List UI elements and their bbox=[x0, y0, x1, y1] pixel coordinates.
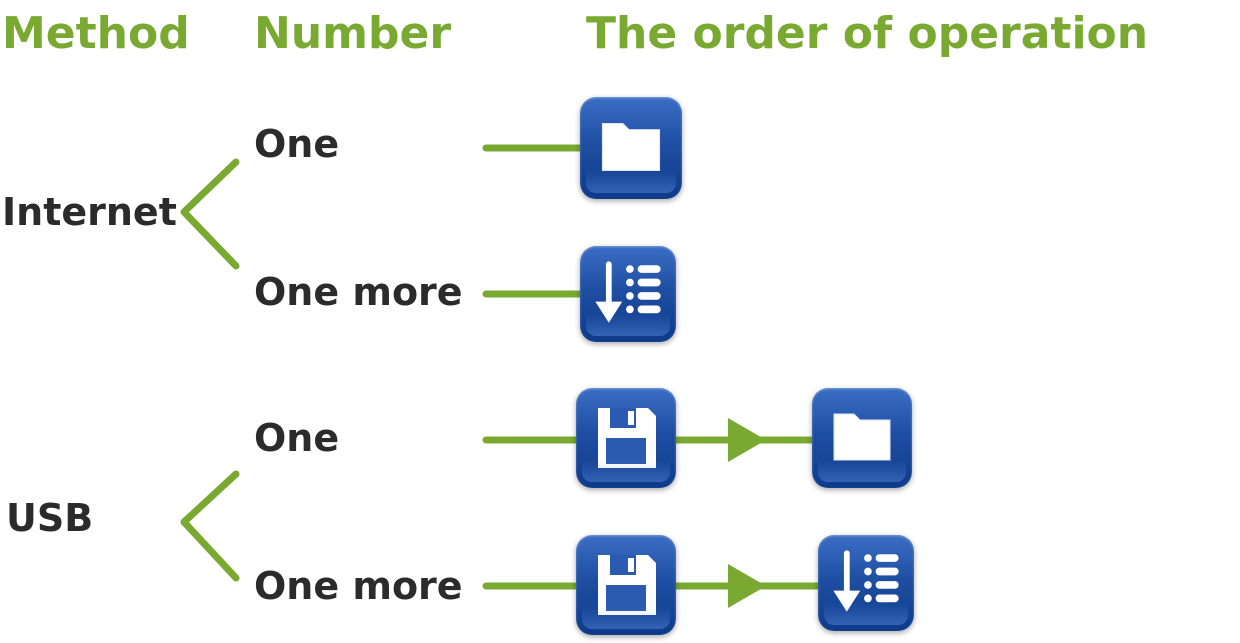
download-list-icon bbox=[580, 246, 676, 342]
method-internet: Internet bbox=[2, 190, 177, 234]
save-icon bbox=[576, 535, 676, 635]
header-order: The order of operation bbox=[586, 8, 1149, 59]
folder-icon bbox=[812, 388, 912, 488]
internet-bracket bbox=[180, 158, 240, 270]
download-list-icon bbox=[818, 535, 914, 631]
usb-bracket bbox=[180, 470, 240, 582]
method-usb: USB bbox=[6, 496, 94, 540]
number-usb-one-more: One more bbox=[254, 564, 463, 608]
row3-arrow bbox=[728, 418, 766, 462]
header-method: Method bbox=[2, 8, 190, 59]
folder-icon bbox=[580, 97, 682, 199]
row4-arrow bbox=[728, 564, 766, 608]
number-internet-one-more: One more bbox=[254, 270, 463, 314]
number-usb-one: One bbox=[254, 416, 340, 460]
header-number: Number bbox=[254, 8, 452, 59]
save-icon bbox=[576, 388, 676, 488]
number-internet-one: One bbox=[254, 122, 340, 166]
